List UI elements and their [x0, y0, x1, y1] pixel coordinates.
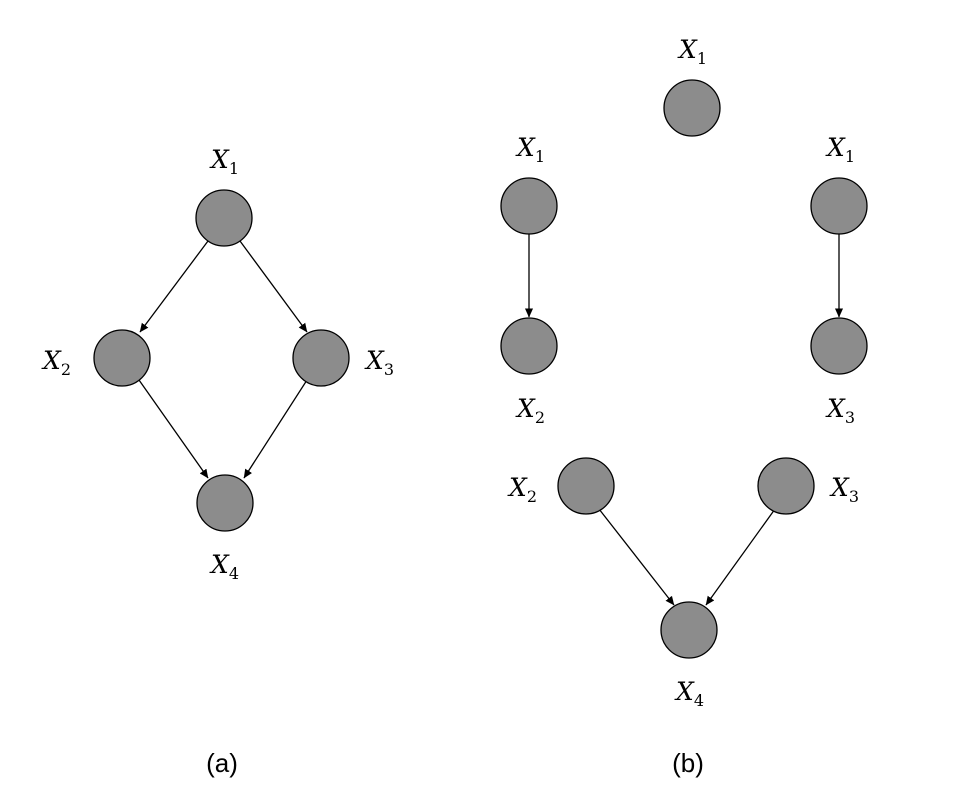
label-b-left-x2: X2: [515, 394, 545, 427]
edge-a-x1-x2: [139, 240, 209, 333]
node-b-right-x1: [810, 177, 868, 235]
node-b-bottom-x3: [757, 457, 815, 515]
node-a-x1: [195, 189, 253, 247]
caption-a: (a): [206, 748, 238, 778]
edge-b-x2-x4: [598, 508, 675, 606]
label-b-right-x1: X1: [825, 133, 855, 166]
node-b-left-x1: [500, 177, 558, 235]
node-b-left-x2: [500, 317, 558, 375]
label-b-right-x3: X3: [825, 394, 855, 427]
edge-a-x1-x3: [239, 240, 308, 333]
label-b-bottom-x4: X4: [674, 677, 704, 710]
node-b-bottom-x2: [557, 457, 615, 515]
label-b-left-x1: X1: [515, 133, 545, 166]
label-a-x2: X2: [41, 346, 71, 379]
label-a-x4: X4: [209, 550, 239, 583]
node-a-x3: [292, 329, 350, 387]
label-b-bottom-x3: X3: [829, 473, 859, 506]
edge-a-x3-x4: [243, 379, 308, 479]
node-a-x2: [93, 329, 151, 387]
panel-a: X1 X2 X3 X4 (a): [41, 145, 394, 778]
label-b-bottom-x2: X2: [507, 473, 537, 506]
node-b-right-x3: [810, 317, 868, 375]
edge-a-x2-x4: [138, 379, 209, 479]
label-a-x3: X3: [364, 346, 394, 379]
node-b-bottom-x4: [660, 601, 718, 659]
label-a-x1: X1: [209, 145, 239, 178]
node-a-x4: [196, 474, 254, 532]
label-b-x1-isolated: X1: [677, 35, 707, 68]
edge-b-x3-x4: [705, 508, 776, 606]
node-b-x1-isolated: [663, 79, 721, 137]
panel-b: X1 X1 X2 X1 X3 X2 X3: [500, 35, 868, 778]
caption-b: (b): [672, 748, 704, 778]
